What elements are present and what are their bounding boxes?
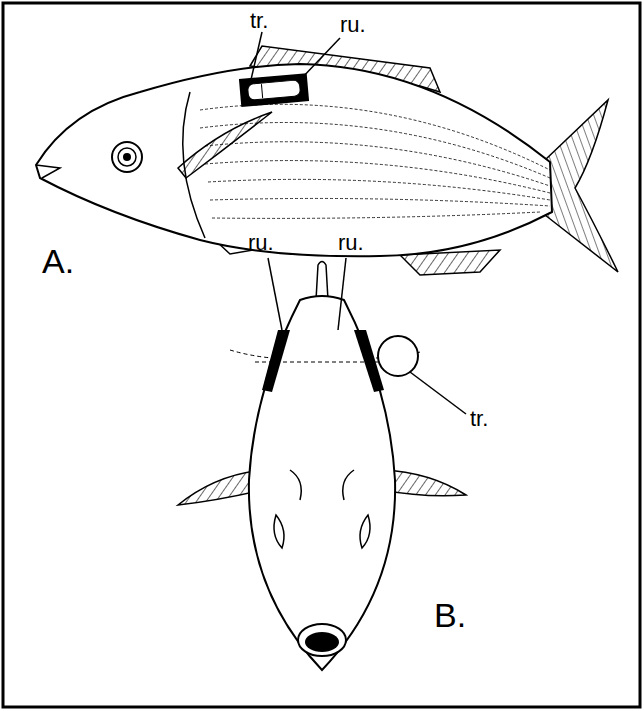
part-label: ru. <box>248 232 274 254</box>
panel-letter: B. <box>434 598 466 632</box>
part-label: tr. <box>250 10 268 32</box>
part-label: tr. <box>470 408 488 430</box>
panel-letter: A. <box>42 244 74 278</box>
part-label: ru. <box>338 232 364 254</box>
part-label: ru. <box>340 14 366 36</box>
